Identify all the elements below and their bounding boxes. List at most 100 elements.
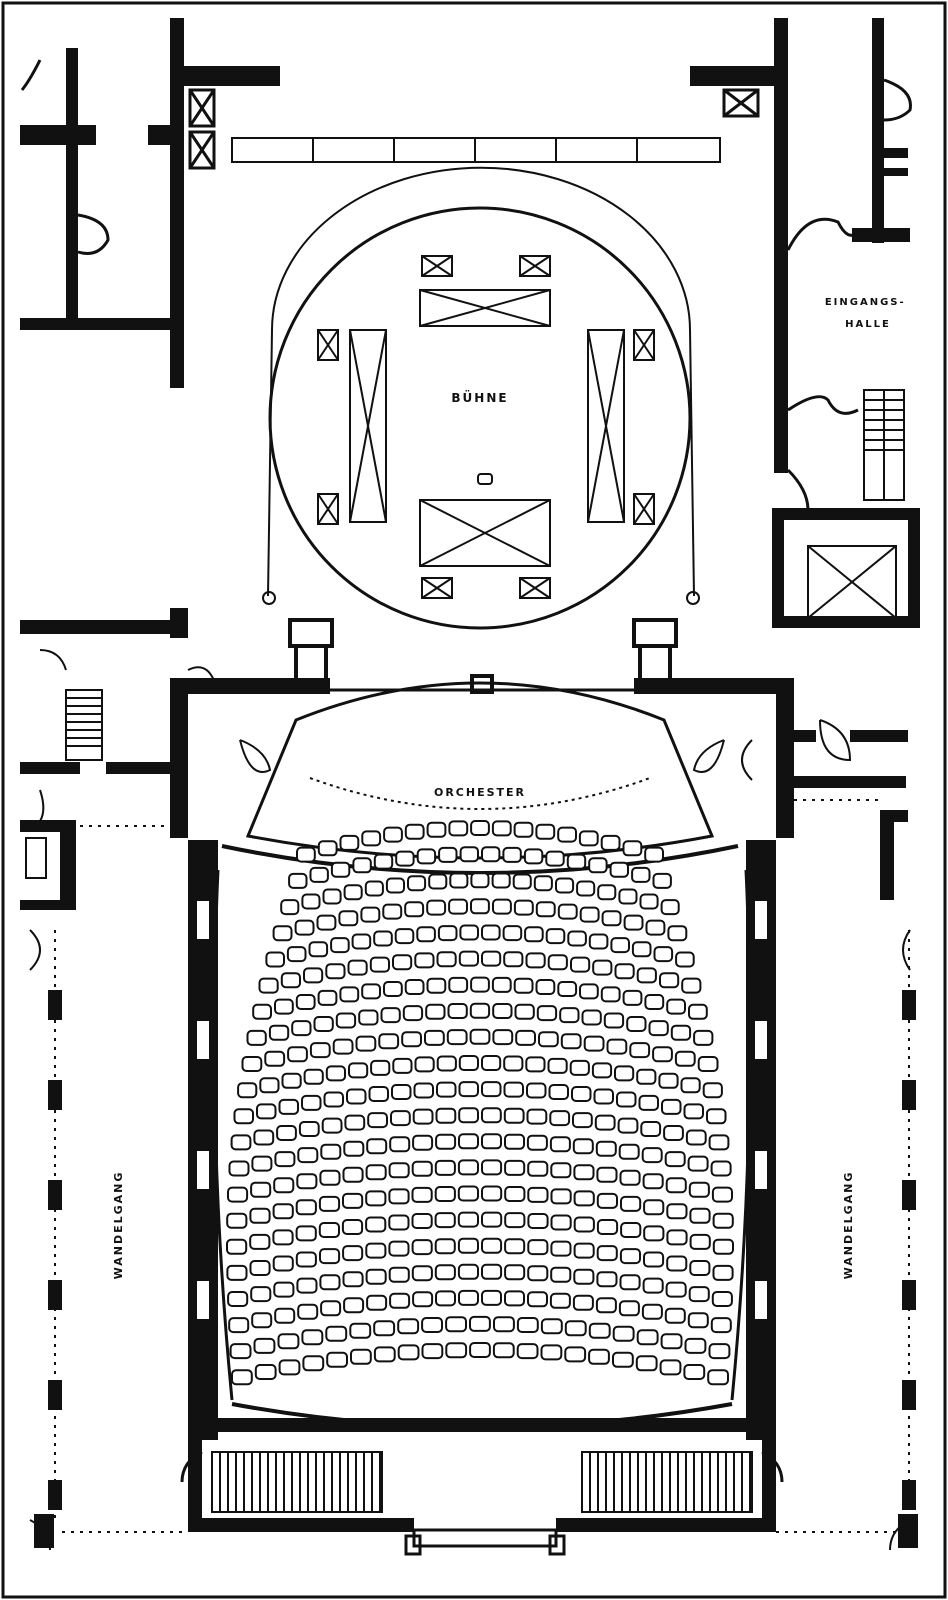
seat (683, 1103, 704, 1120)
seat (573, 1216, 595, 1233)
seat (457, 1263, 479, 1280)
seat (688, 1181, 710, 1198)
seat (402, 1005, 424, 1022)
seat (481, 1289, 502, 1306)
seat (618, 888, 638, 905)
seat (438, 846, 458, 863)
seat (313, 1016, 334, 1032)
cyclorama-bar (231, 137, 721, 163)
seat (436, 1055, 457, 1072)
stage-horizon-curtain (267, 166, 695, 597)
seat (254, 1364, 277, 1380)
seat (389, 1292, 411, 1309)
seat (540, 1318, 563, 1335)
proscenium-towers (288, 618, 678, 694)
seat (545, 850, 565, 867)
seat (583, 1035, 605, 1052)
seat (596, 1192, 618, 1209)
seat (697, 1056, 719, 1072)
seat (588, 1322, 611, 1339)
seat (626, 1016, 647, 1032)
seat (320, 1143, 342, 1160)
seat (457, 1185, 479, 1202)
seat (595, 1140, 617, 1157)
seat (367, 1112, 389, 1129)
seat (592, 959, 613, 976)
seat (318, 1222, 340, 1238)
side-doors (239, 719, 852, 781)
seat (369, 956, 390, 973)
seat (457, 1237, 479, 1254)
seat (287, 1046, 308, 1063)
seat (579, 983, 599, 1000)
seat (597, 884, 617, 901)
seat (397, 1344, 420, 1361)
seat (555, 877, 575, 894)
seat (469, 1028, 491, 1045)
seat (601, 910, 622, 927)
seat (426, 899, 447, 916)
seat (513, 977, 534, 994)
seat (295, 1251, 317, 1268)
seat (550, 1162, 572, 1179)
auditorium-inner-right (730, 869, 752, 1401)
seat (308, 941, 329, 958)
seat (277, 1333, 300, 1350)
seat (434, 1186, 456, 1202)
seat (593, 1088, 614, 1105)
seat (448, 898, 469, 915)
seat (481, 1211, 503, 1228)
seat (272, 1255, 294, 1272)
seat (373, 930, 393, 947)
seat (230, 1134, 252, 1151)
seat (458, 1055, 479, 1071)
seat (644, 994, 665, 1010)
seat (228, 1160, 250, 1177)
seat (330, 861, 351, 878)
seat (413, 1082, 434, 1099)
seat (572, 1138, 594, 1155)
seat (317, 840, 338, 857)
seat (348, 1062, 369, 1079)
stair-left (29, 649, 217, 831)
seat (504, 1159, 526, 1176)
seat (526, 1108, 548, 1125)
seat (388, 1240, 410, 1257)
seat (610, 937, 631, 954)
seat (288, 872, 308, 889)
seat (492, 1029, 514, 1046)
seat (681, 977, 702, 994)
seat (459, 846, 480, 863)
auditorium-seating (226, 820, 734, 1386)
seat (643, 1225, 665, 1242)
seat (616, 1091, 637, 1108)
seat (249, 1260, 271, 1276)
seat (536, 1005, 558, 1022)
seat (401, 1031, 423, 1048)
seat (667, 925, 688, 942)
seat (366, 1294, 388, 1311)
seat (302, 1355, 325, 1372)
seat (547, 1057, 568, 1074)
seat (566, 853, 587, 870)
seat (578, 830, 599, 847)
seat (652, 1046, 673, 1063)
seat (390, 1110, 411, 1127)
seat (412, 1108, 434, 1125)
seat (557, 981, 578, 997)
seat (660, 899, 680, 916)
seat (549, 1292, 571, 1309)
seat (712, 1238, 734, 1255)
seat (365, 1190, 387, 1207)
curtain-end-right (686, 591, 700, 605)
seat (383, 981, 403, 997)
seat (689, 1207, 711, 1224)
seat (557, 903, 578, 920)
seat (237, 1082, 258, 1099)
seat (642, 1277, 664, 1294)
seat (648, 1020, 669, 1037)
seat (481, 1055, 502, 1071)
seat (264, 1050, 286, 1067)
seat (545, 928, 566, 945)
